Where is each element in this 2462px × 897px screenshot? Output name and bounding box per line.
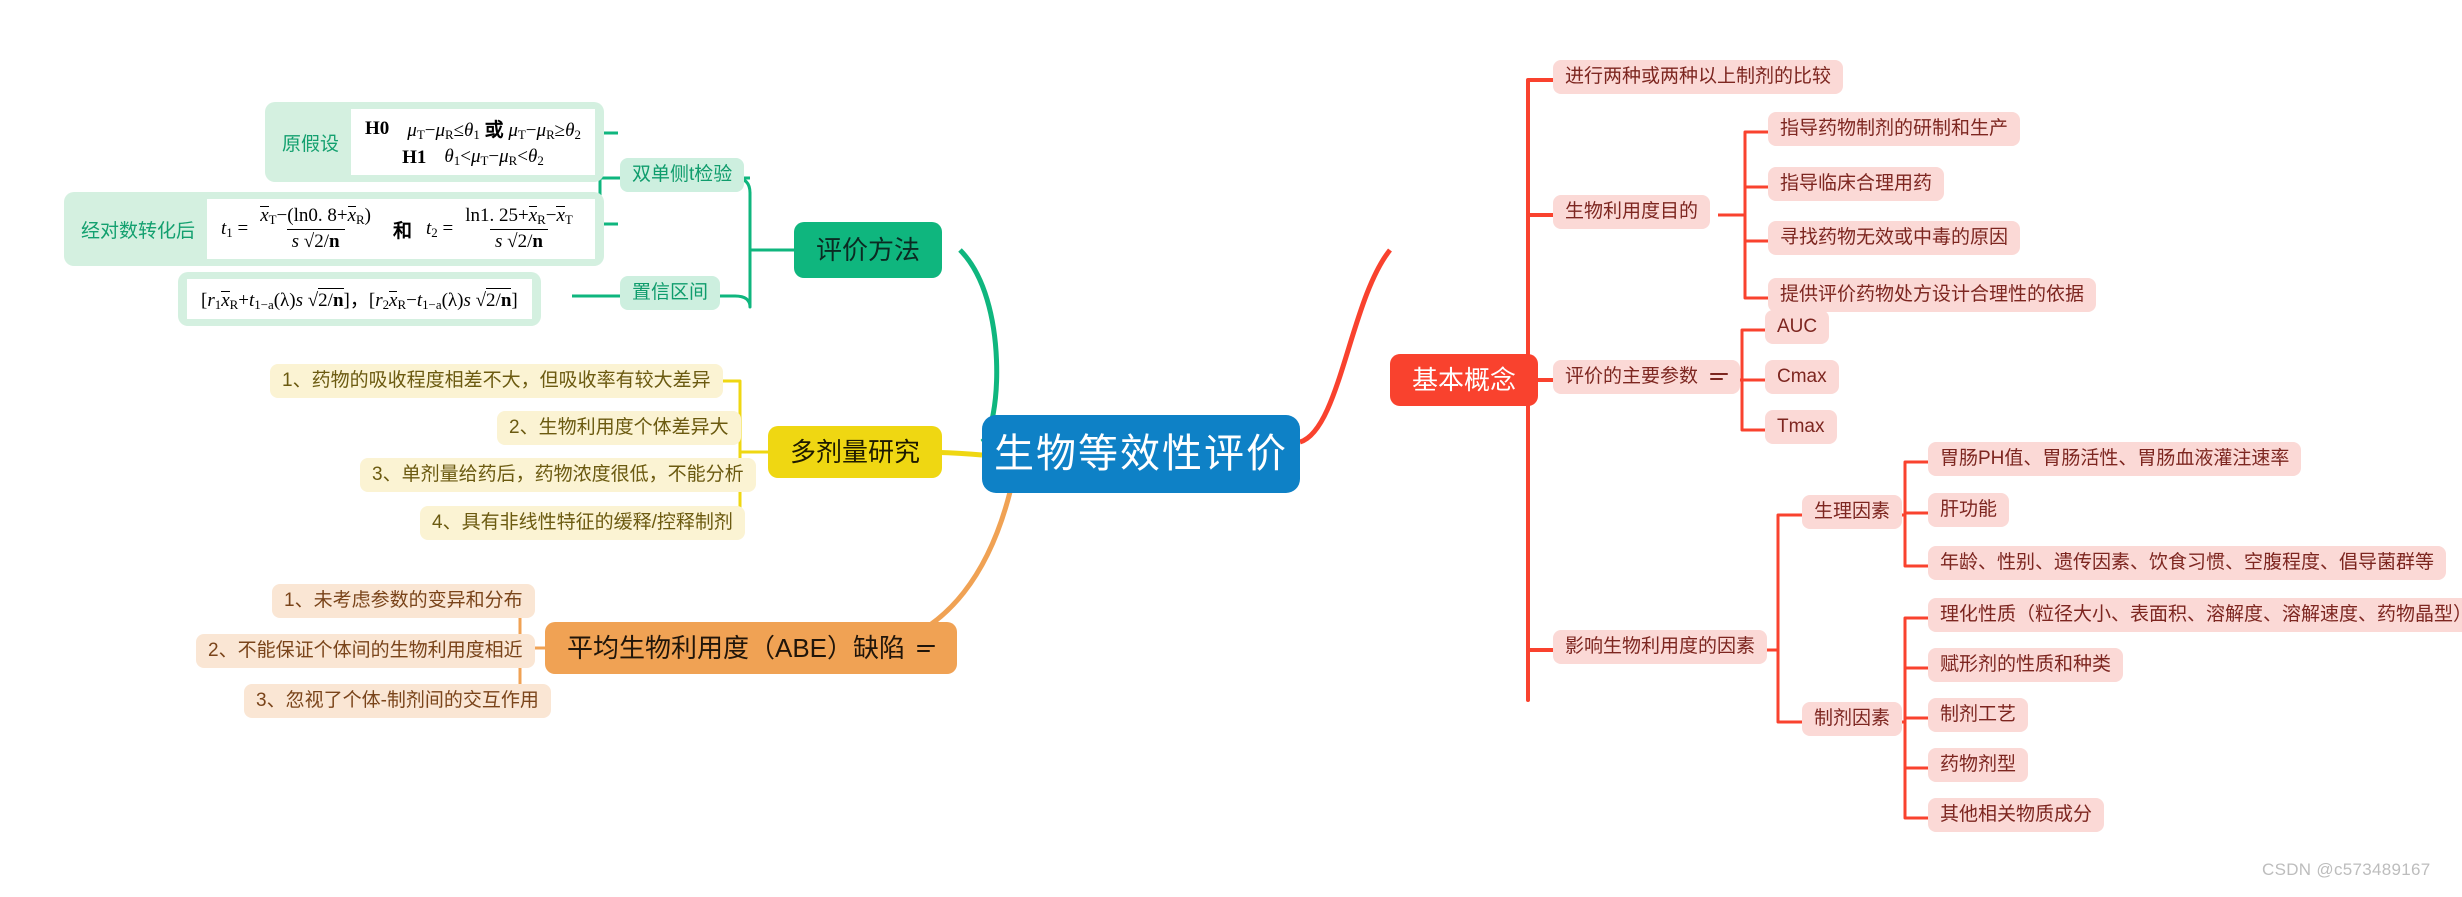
node-purpose-item-4-label: 提供评价药物处方设计合理性的依据: [1780, 284, 2085, 305]
node-formulation-item-5[interactable]: 其他相关物质成分: [1928, 798, 2105, 832]
formula-log-transform-card: t1 = xT−(ln0. 8+xR) s √2/n 和 t2 = ln1. 2…: [207, 199, 595, 260]
node-physiological-item-2[interactable]: 肝功能: [1928, 493, 2010, 527]
formula-line-h0: H0 μT−μR≤θ1 或 μT−μR≥θ2: [365, 118, 581, 143]
node-physiological-item-1[interactable]: 胃肠PH值、胃肠活性、胃肠血液灌注速率: [1928, 442, 2302, 476]
node-physiological-item-3-label: 年龄、性别、遗传因素、饮食习惯、空腹程度、倡导菌群等: [1940, 552, 2435, 573]
node-formulation-item-5-label: 其他相关物质成分: [1940, 804, 2093, 825]
node-formulation-item-2-label: 赋形剂的性质和种类: [1940, 654, 2112, 675]
formula-null-hypothesis[interactable]: 原假设 H0 μT−μR≤θ1 或 μT−μR≥θ2 H1 θ1<μT−μR<θ…: [265, 102, 604, 183]
branch-abe-defect-label: 平均生物利用度（ABE）缺陷: [567, 632, 906, 663]
node-abe-defect-item-2-label: 2、不能保证个体间的生物利用度相近: [208, 640, 523, 661]
node-abe-defect-item-2[interactable]: 2、不能保证个体间的生物利用度相近: [196, 634, 535, 668]
branch-abe-defect[interactable]: 平均生物利用度（ABE）缺陷: [545, 622, 958, 674]
node-parameter-cmax-label: Cmax: [1777, 366, 1827, 387]
branch-basic-concept[interactable]: 基本概念: [1390, 354, 1539, 406]
node-physiological-item-2-label: 肝功能: [1940, 499, 1998, 520]
node-two-one-sided-t-test[interactable]: 双单侧t检验: [620, 158, 745, 192]
node-multi-dose-item-3[interactable]: 3、单剂量给药后，药物浓度很低，不能分析: [360, 458, 756, 492]
node-formulation-item-1[interactable]: 理化性质（粒径大小、表面积、溶解度、溶解速度、药物晶型）: [1928, 598, 2462, 632]
formula-log-transform[interactable]: 经对数转化后 t1 = xT−(ln0. 8+xR) s √2/n 和 t2 =…: [64, 192, 604, 267]
formula-confidence-interval-expression: [r1xR+t1−a(λ)s √2/n]，[r2xR−t1−a(λ)s √2/n…: [201, 288, 518, 313]
node-parameter-tmax-label: Tmax: [1777, 416, 1825, 437]
node-main-parameters-label: 评价的主要参数: [1565, 366, 1699, 387]
node-abe-defect-item-3[interactable]: 3、忽视了个体-制剂间的交互作用: [244, 684, 551, 718]
node-purpose-item-3[interactable]: 寻找药物无效或中毒的原因: [1768, 221, 2021, 255]
node-main-parameters[interactable]: 评价的主要参数: [1553, 360, 1741, 394]
note-icon[interactable]: [917, 644, 936, 652]
node-formulation-item-3[interactable]: 制剂工艺: [1928, 698, 2029, 732]
node-comparison-of-formulations[interactable]: 进行两种或两种以上制剂的比较: [1553, 60, 1844, 94]
node-abe-defect-item-1-label: 1、未考虑参数的变异和分布: [284, 590, 523, 611]
node-confidence-interval[interactable]: 置信区间: [620, 276, 721, 310]
node-formulation-item-1-label: 理化性质（粒径大小、表面积、溶解度、溶解速度、药物晶型）: [1940, 604, 2462, 625]
node-bioavailability-purpose-label: 生物利用度目的: [1565, 201, 1699, 222]
node-physiological-factors[interactable]: 生理因素: [1802, 495, 1903, 529]
node-two-one-sided-t-test-label: 双单侧t检验: [632, 164, 733, 185]
watermark: CSDN @c573489167: [2262, 860, 2431, 879]
node-formulation-item-4[interactable]: 药物剂型: [1928, 748, 2029, 782]
node-influencing-factors[interactable]: 影响生物利用度的因素: [1553, 630, 1768, 664]
branch-multi-dose-study[interactable]: 多剂量研究: [768, 426, 943, 478]
node-physiological-item-1-label: 胃肠PH值、胃肠活性、胃肠血液灌注速率: [1940, 448, 2290, 469]
formula-log-transform-expression: t1 = xT−(ln0. 8+xR) s √2/n 和 t2 = ln1. 2…: [221, 205, 573, 253]
node-multi-dose-item-1-label: 1、药物的吸收程度相差不大，但吸收率有较大差异: [282, 370, 711, 391]
node-formulation-factors[interactable]: 制剂因素: [1802, 702, 1903, 736]
branch-evaluation-method[interactable]: 评价方法: [794, 222, 943, 278]
formula-null-hypothesis-label: 原假设: [282, 133, 340, 155]
branch-evaluation-method-label: 评价方法: [816, 234, 921, 265]
node-multi-dose-item-2[interactable]: 2、生物利用度个体差异大: [497, 411, 741, 445]
node-purpose-item-2-label: 指导临床合理用药: [1780, 173, 1933, 194]
node-purpose-item-3-label: 寻找药物无效或中毒的原因: [1780, 227, 2009, 248]
node-formulation-item-2[interactable]: 赋形剂的性质和种类: [1928, 648, 2124, 682]
node-formulation-factors-label: 制剂因素: [1814, 708, 1891, 729]
node-parameter-auc[interactable]: AUC: [1765, 310, 1830, 344]
node-physiological-item-3[interactable]: 年龄、性别、遗传因素、饮食习惯、空腹程度、倡导菌群等: [1928, 546, 2447, 580]
formula-line-h1: H1 θ1<μT−μR<θ2: [402, 146, 544, 169]
node-purpose-item-2[interactable]: 指导临床合理用药: [1768, 167, 1945, 201]
node-multi-dose-item-4-label: 4、具有非线性特征的缓释/控释制剂: [432, 512, 733, 533]
note-icon[interactable]: [1710, 373, 1729, 381]
node-formulation-item-3-label: 制剂工艺: [1940, 704, 2017, 725]
node-influencing-factors-label: 影响生物利用度的因素: [1565, 636, 1756, 657]
node-parameter-auc-label: AUC: [1777, 316, 1818, 337]
formula-log-transform-label: 经对数转化后: [81, 220, 196, 242]
node-abe-defect-item-1[interactable]: 1、未考虑参数的变异和分布: [272, 584, 535, 618]
node-parameter-cmax[interactable]: Cmax: [1765, 360, 1839, 394]
formula-confidence-interval-card: [r1xR+t1−a(λ)s √2/n]，[r2xR−t1−a(λ)s √2/n…: [187, 279, 532, 320]
central-node-label: 生物等效性评价: [994, 432, 1288, 476]
formula-confidence-interval[interactable]: [r1xR+t1−a(λ)s √2/n]，[r2xR−t1−a(λ)s √2/n…: [178, 272, 541, 327]
node-confidence-interval-label: 置信区间: [632, 282, 709, 303]
node-parameter-tmax[interactable]: Tmax: [1765, 410, 1837, 444]
node-purpose-item-1-label: 指导药物制剂的研制和生产: [1780, 118, 2009, 139]
node-physiological-factors-label: 生理因素: [1814, 501, 1891, 522]
node-formulation-item-4-label: 药物剂型: [1940, 754, 2017, 775]
branch-multi-dose-study-label: 多剂量研究: [790, 436, 921, 467]
node-multi-dose-item-2-label: 2、生物利用度个体差异大: [509, 417, 729, 438]
node-multi-dose-item-3-label: 3、单剂量给药后，药物浓度很低，不能分析: [372, 464, 744, 485]
node-purpose-item-4[interactable]: 提供评价药物处方设计合理性的依据: [1768, 278, 2097, 312]
node-multi-dose-item-4[interactable]: 4、具有非线性特征的缓释/控释制剂: [420, 506, 745, 540]
node-abe-defect-item-3-label: 3、忽视了个体-制剂间的交互作用: [256, 690, 539, 711]
central-node[interactable]: 生物等效性评价: [982, 415, 1300, 493]
branch-basic-concept-label: 基本概念: [1412, 364, 1517, 395]
node-bioavailability-purpose[interactable]: 生物利用度目的: [1553, 195, 1711, 229]
node-multi-dose-item-1[interactable]: 1、药物的吸收程度相差不大，但吸收率有较大差异: [270, 364, 723, 398]
node-comparison-of-formulations-label: 进行两种或两种以上制剂的比较: [1565, 66, 1832, 87]
node-purpose-item-1[interactable]: 指导药物制剂的研制和生产: [1768, 112, 2021, 146]
formula-null-hypothesis-card: H0 μT−μR≤θ1 或 μT−μR≥θ2 H1 θ1<μT−μR<θ2: [351, 109, 595, 176]
